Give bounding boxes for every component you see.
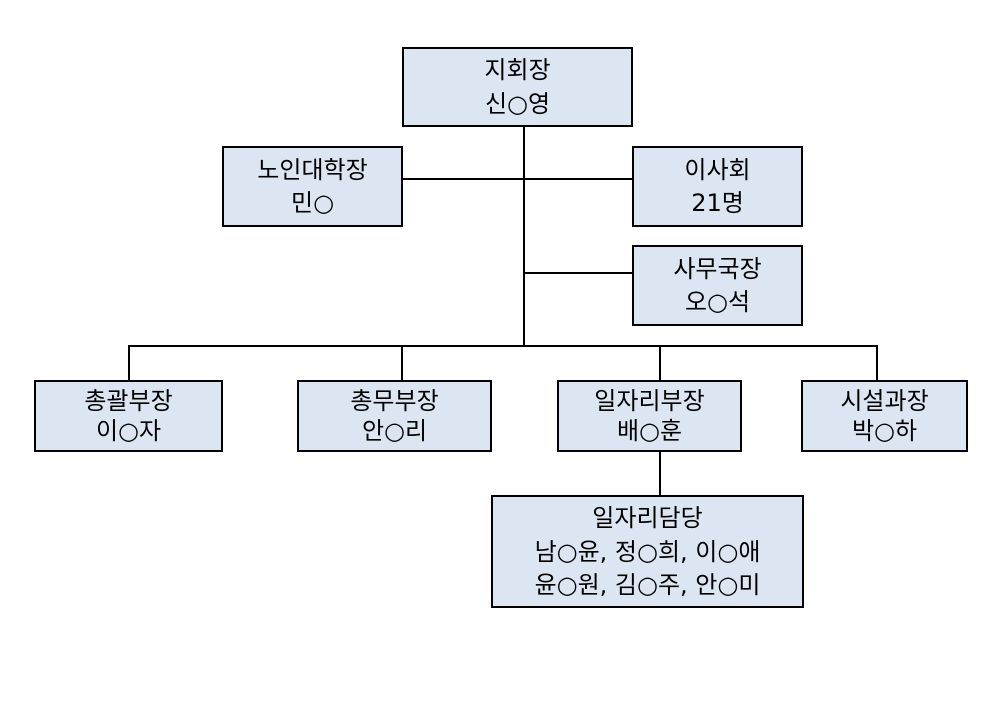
connector-secretary (523, 272, 634, 274)
node-general-manager-name: 이○자 (95, 417, 162, 446)
node-senior-college: 노인대학장 민○ (222, 146, 403, 227)
node-board: 이사회 21명 (632, 146, 803, 227)
connector-side-row (401, 178, 634, 180)
node-facilities: 시설과장 박○하 (801, 380, 968, 452)
node-chairman-name: 신○영 (484, 89, 551, 118)
node-secretary-general-title: 사무국장 (673, 254, 762, 283)
node-secretary-general: 사무국장 오○석 (632, 245, 803, 326)
connector-facilities (876, 345, 878, 382)
node-jobs-manager-title: 일자리부장 (594, 386, 705, 415)
node-general-manager: 총괄부장 이○자 (34, 380, 223, 452)
node-jobs-manager-name: 배○훈 (616, 417, 683, 446)
connector-department-bus (128, 345, 878, 347)
node-jobs-staff-line1: 남○윤, 정○희, 이○애 (534, 537, 761, 566)
node-senior-college-title: 노인대학장 (257, 155, 368, 184)
node-secretary-general-name: 오○석 (684, 288, 751, 317)
node-jobs-manager: 일자리부장 배○훈 (557, 380, 742, 452)
node-chairman-title: 지회장 (484, 56, 551, 85)
node-general-affairs-title: 총무부장 (350, 386, 439, 415)
connector-jobs-staff (659, 451, 661, 497)
node-jobs-staff-title: 일자리담당 (592, 504, 703, 533)
node-chairman: 지회장 신○영 (402, 47, 633, 127)
node-facilities-name: 박○하 (851, 417, 918, 446)
node-jobs-staff: 일자리담당 남○윤, 정○희, 이○애 윤○원, 김○주, 안○미 (491, 495, 804, 608)
connector-general-affairs (401, 345, 403, 382)
connector-trunk (523, 125, 525, 347)
connector-general-manager (128, 345, 130, 382)
node-general-manager-title: 총괄부장 (84, 386, 173, 415)
node-facilities-title: 시설과장 (840, 386, 929, 415)
connector-jobs-manager (659, 345, 661, 382)
node-senior-college-name: 민○ (290, 189, 335, 218)
node-board-name: 21명 (691, 189, 744, 218)
node-board-title: 이사회 (684, 155, 751, 184)
node-general-affairs-name: 안○리 (361, 417, 428, 446)
node-jobs-staff-line2: 윤○원, 김○주, 안○미 (534, 570, 761, 599)
node-general-affairs: 총무부장 안○리 (297, 380, 492, 452)
